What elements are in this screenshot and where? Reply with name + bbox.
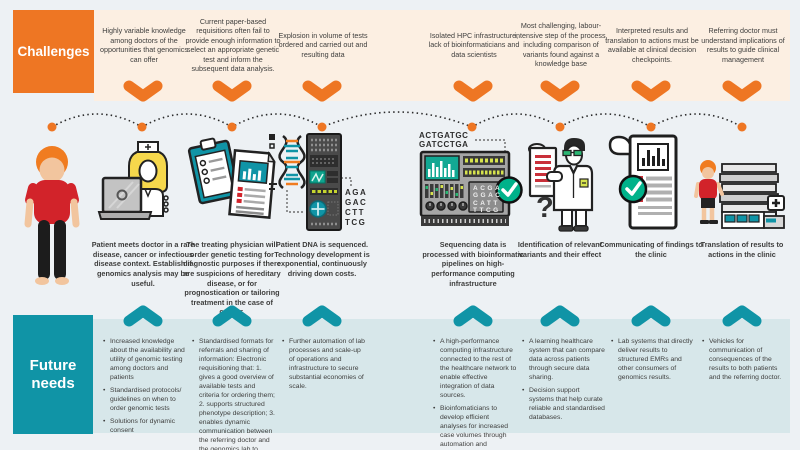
chevron-down-icon [540, 80, 580, 102]
patient-figure [24, 146, 80, 285]
flow-node-dots [47, 122, 747, 132]
sequence-read-label: ACTGATGC GATCCTGA [419, 131, 469, 150]
question-mark: ? [536, 192, 554, 224]
future-need-item: Vehicles for communication of consequenc… [702, 338, 786, 383]
step-caption-4: Sequencing data is processed with bioinf… [422, 240, 524, 288]
chevron-up-icon [123, 305, 163, 327]
future-need-item: Further automation of lab processes and … [282, 338, 366, 392]
future-needs-column-2: Standardised formats for referrals and s… [192, 338, 276, 450]
challenge-text-7: Referring doctor must understand implica… [701, 26, 785, 64]
future-needs-title: Future needs [29, 356, 77, 392]
chevron-up-icon [631, 305, 671, 327]
person-figure [694, 160, 724, 224]
flow-arcs [47, 111, 747, 132]
challenge-text-1: Highly variable knowledge among doctors … [100, 26, 188, 64]
spiral-binding [163, 195, 169, 213]
report-check-icon [608, 134, 678, 230]
chevron-down-icon [212, 80, 252, 102]
step-caption-7: Translation of results to actions in the… [700, 240, 784, 259]
challenges-band [94, 10, 790, 101]
future-need-item: Standardised protocols/ guidelines on wh… [103, 387, 187, 414]
future-need-item: Standardised formats for referrals and s… [192, 338, 276, 450]
clinic-translation-illustration [692, 146, 792, 242]
chevron-down-icon [123, 80, 163, 102]
doctor-at-laptop-illustration [93, 140, 193, 240]
check-icon [618, 174, 648, 204]
challenge-text-3: Explosion in volume of tests ordered and… [278, 30, 368, 59]
future-needs-header: Future needs [13, 315, 93, 434]
clipboard-report-icon [187, 137, 276, 219]
clinic-building [719, 163, 785, 229]
chevron-up-icon [302, 305, 342, 327]
doctor-at-laptop-icon [97, 141, 169, 220]
chevron-up-icon [722, 305, 762, 327]
sequence-panel-letters: ACGA GGAC CATT TTCG [473, 185, 503, 214]
challenge-text-5: Most challenging, labour-intensive step … [514, 21, 608, 69]
chevron-down-icon [453, 80, 493, 102]
step-caption-1: Patient meets doctor in a rare disease, … [91, 240, 195, 288]
step-caption-6: Communicating of findings to the clinic [599, 240, 703, 259]
future-needs-column-1: Increased knowledge about the availabili… [103, 338, 187, 440]
future-need-item: Decision support systems that help curat… [522, 387, 606, 423]
future-need-item: Bioinfomaticians to develop efficient an… [433, 405, 517, 450]
challenges-title: Challenges [17, 44, 90, 59]
chevron-down-icon [631, 80, 671, 102]
future-need-item: A high-performance computing infrastruct… [433, 338, 517, 401]
future-need-item: Lab systems that directly deliver result… [611, 338, 695, 383]
clinic-building-icon [694, 160, 785, 229]
chevron-up-icon [453, 305, 493, 327]
challenges-header: Challenges [13, 10, 94, 93]
genetic-test-order-illustration [182, 136, 282, 236]
step-caption-3: Patient DNA is sequenced. Technology dev… [274, 240, 370, 278]
future-needs-column-5: A learning healthcare system that can co… [522, 338, 606, 427]
future-needs-column-4: A high-performance computing infrastruct… [433, 338, 517, 450]
hpc-pipeline-illustration: ACTGATGC GATCCTGA ACGA GGAC CATT TTCG [413, 131, 533, 236]
challenge-text-6: Interpreted results and translation to a… [605, 26, 699, 64]
step-caption-5: Identification of relevant variants and … [517, 240, 603, 259]
sequence-letters: AGA GAC CTT TCG [345, 188, 368, 227]
future-need-item: A learning healthcare system that can co… [522, 338, 606, 383]
hpc-machine-icon [419, 139, 523, 226]
dna-sequencer-icon [269, 133, 352, 231]
findings-report-illustration [606, 132, 696, 236]
chevron-down-icon [302, 80, 342, 102]
check-icon [495, 176, 523, 204]
scientist-icon [528, 138, 594, 232]
future-needs-column-6: Lab systems that directly deliver result… [611, 338, 695, 387]
future-needs-column-3: Further automation of lab processes and … [282, 338, 366, 396]
future-need-item: Solutions for dynamic consent [103, 418, 187, 436]
challenge-text-4: Isolated HPC infrastructure, lack of bio… [428, 30, 520, 59]
plus-icon [772, 199, 780, 207]
challenge-text-2: Current paper-based requisitions often f… [185, 16, 281, 74]
dna-sequencer-illustration: AGA GAC CTT TCG [267, 132, 377, 236]
future-need-item: Increased knowledge about the availabili… [103, 338, 187, 383]
chevron-down-icon [722, 80, 762, 102]
chevron-up-icon [540, 305, 580, 327]
chevron-up-icon [212, 305, 252, 327]
variant-identification-illustration: ? [510, 136, 610, 240]
future-needs-column-7: Vehicles for communication of consequenc… [702, 338, 786, 387]
